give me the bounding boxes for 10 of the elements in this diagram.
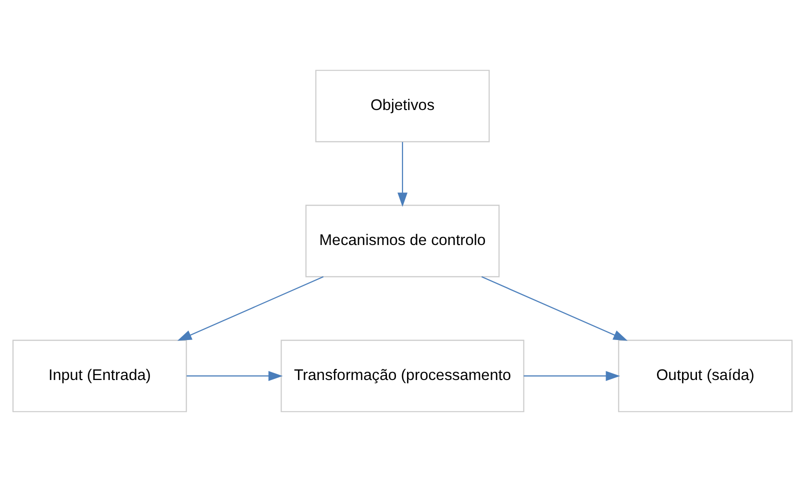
node-box: Transformação (processamento [280,340,524,412]
arrow [398,142,408,207]
arrow [524,370,620,381]
node-box: Objetivos [315,70,490,142]
node-box: Input (Entrada) [12,340,187,412]
node-box: Mecanismos de controlo [305,204,500,278]
arrow [186,370,283,381]
arrow [177,276,324,341]
node-box: Output (saída) [618,340,793,412]
arrow [481,276,628,341]
